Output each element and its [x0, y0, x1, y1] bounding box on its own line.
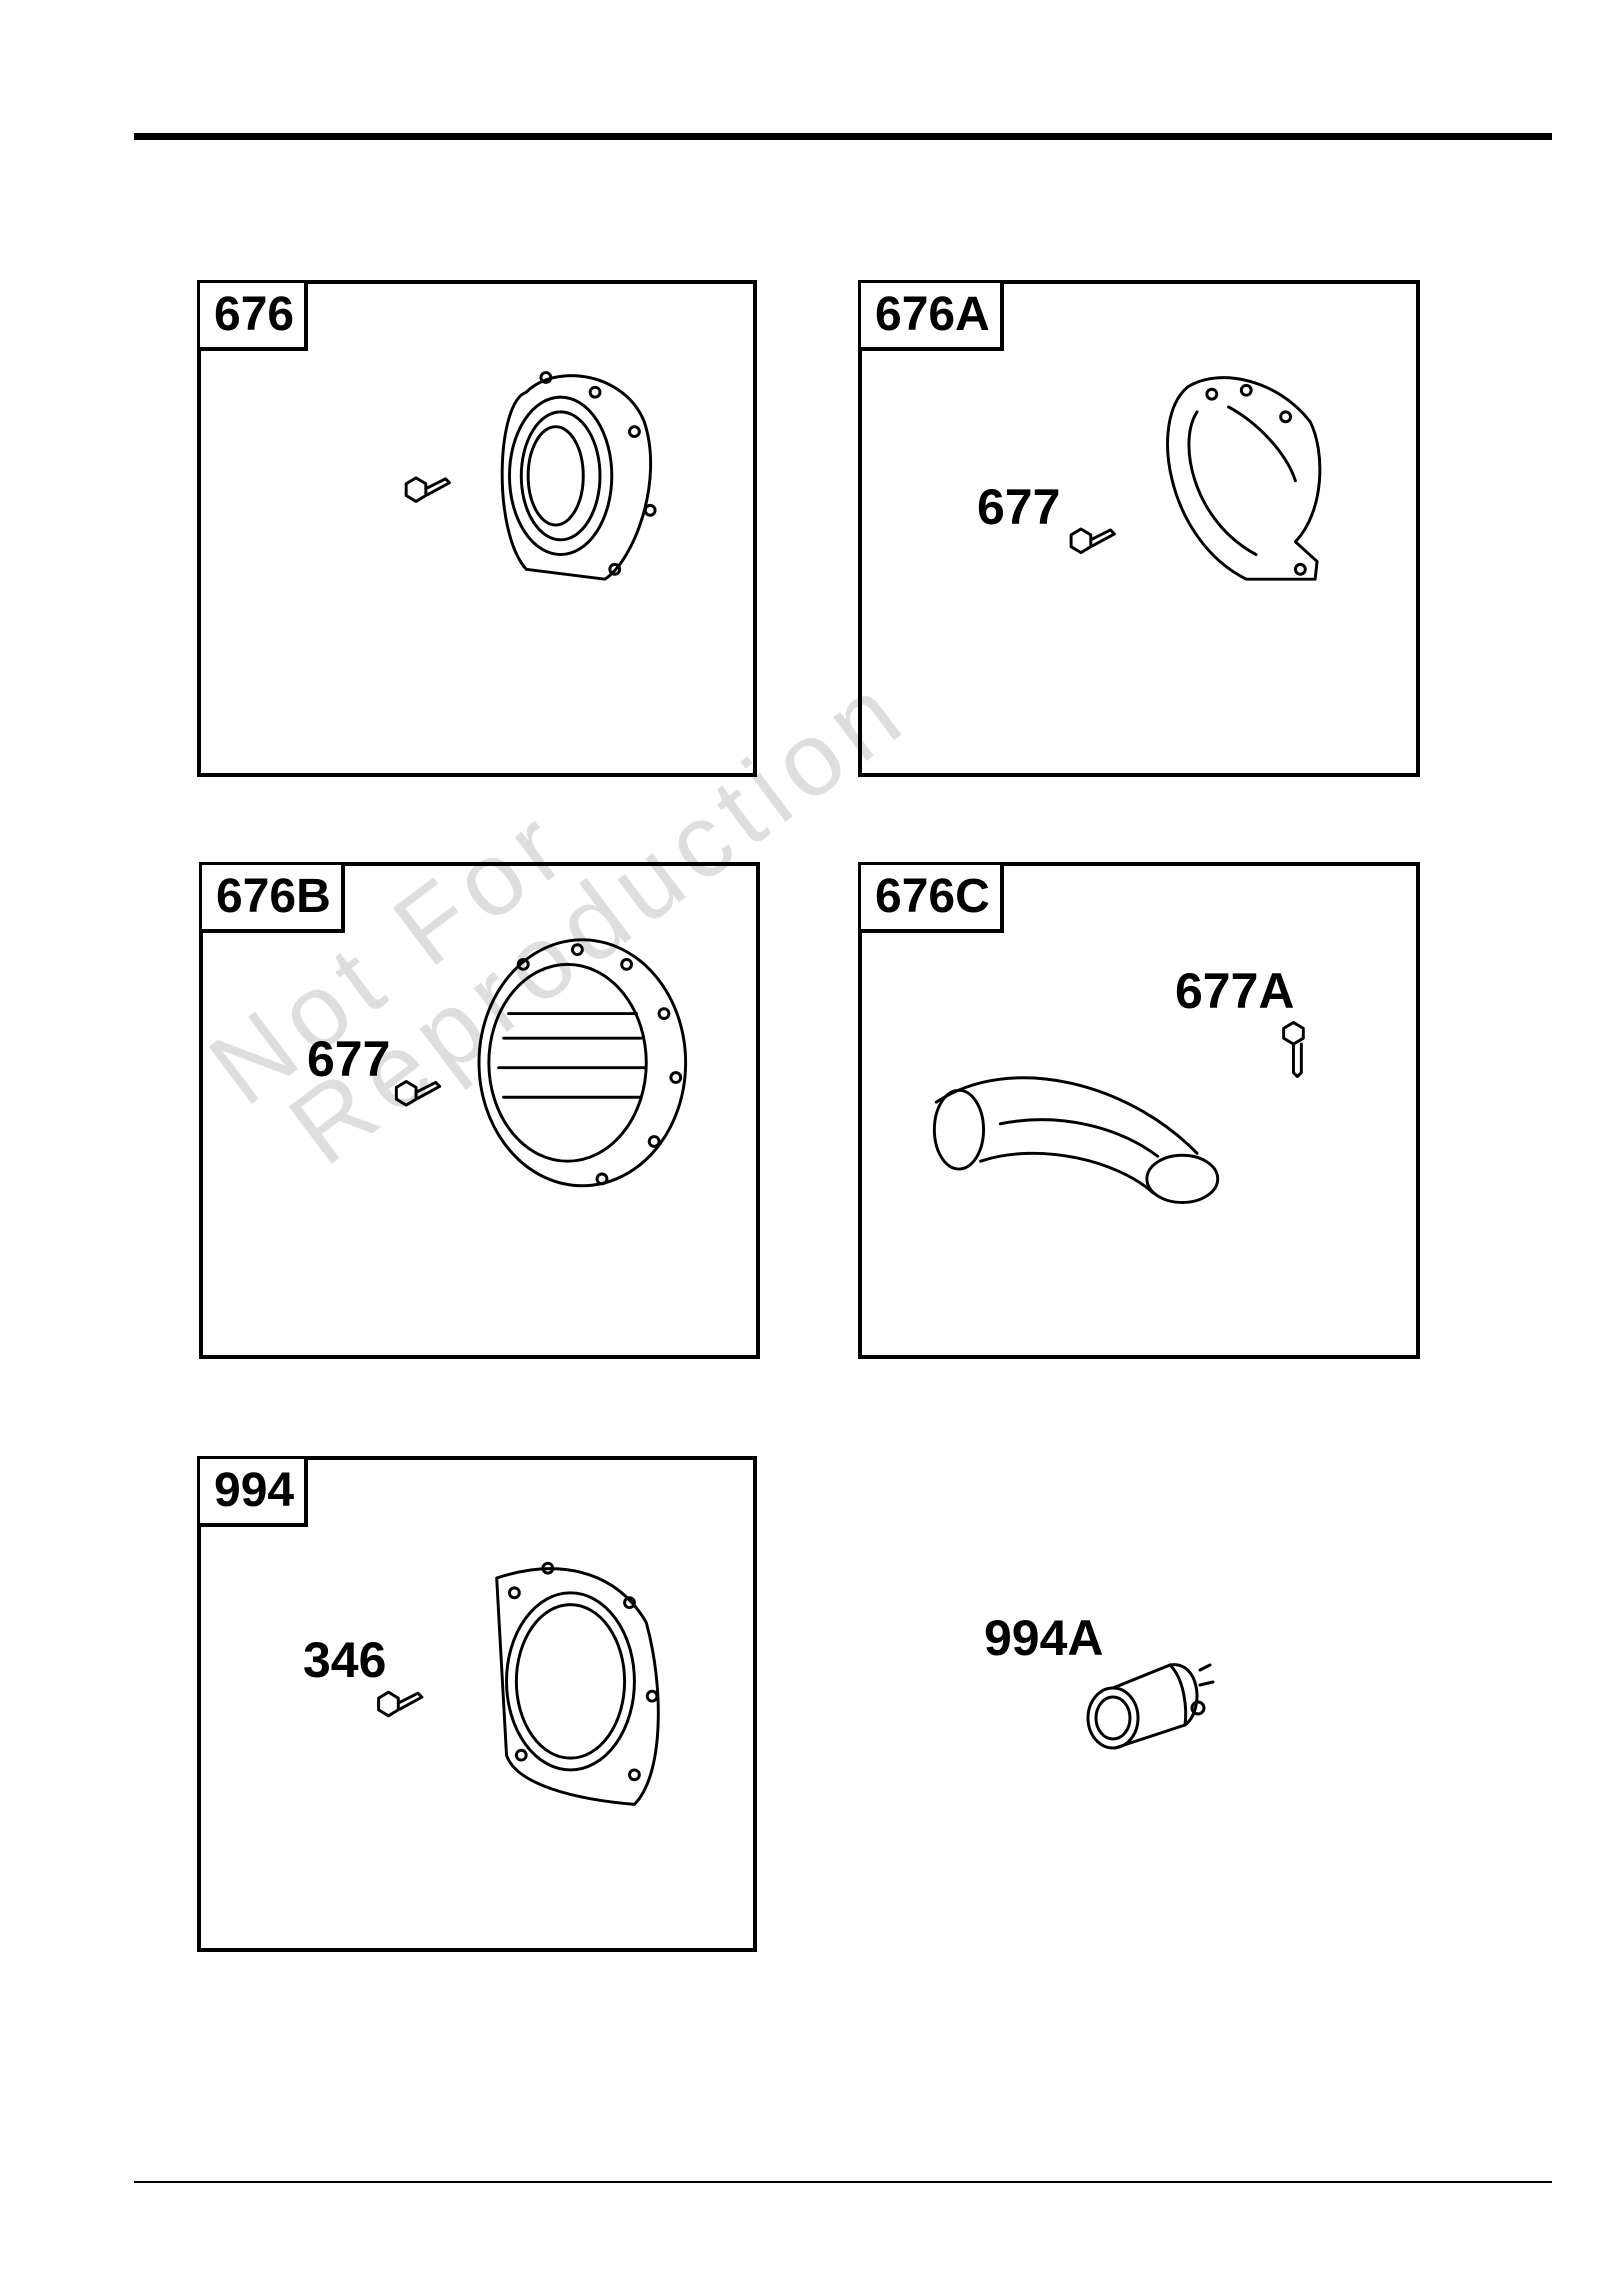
panel-676a: 676A 677	[858, 280, 1420, 777]
exhaust-elbow-illustration	[862, 866, 1416, 1355]
screw-icon	[1071, 529, 1114, 553]
cover-plate	[497, 1563, 659, 1804]
deflector-illustration	[862, 284, 1416, 773]
bolt-icon	[1284, 1022, 1304, 1076]
panel-676c: 676C 677A	[858, 862, 1420, 1359]
muffler-guard-illustration	[201, 284, 753, 773]
header-rule	[134, 133, 1552, 140]
screw-icon	[396, 1081, 439, 1105]
louvered-flange	[479, 940, 686, 1186]
panel-676b: 676B 677	[199, 862, 760, 1359]
oil-seal-cover-illustration	[201, 1460, 753, 1948]
guard-flange	[502, 373, 655, 580]
screw-icon	[406, 478, 449, 502]
panel-676: 676	[197, 280, 757, 777]
footer-rule	[134, 2181, 1552, 2183]
panel-994: 994 346	[197, 1456, 757, 1952]
sleeve-part-illustration	[1075, 1640, 1235, 1770]
deflector-body	[1168, 378, 1320, 580]
screw-icon	[379, 1692, 422, 1716]
louvered-guard-illustration	[203, 866, 756, 1355]
elbow-pipe	[934, 1078, 1217, 1203]
